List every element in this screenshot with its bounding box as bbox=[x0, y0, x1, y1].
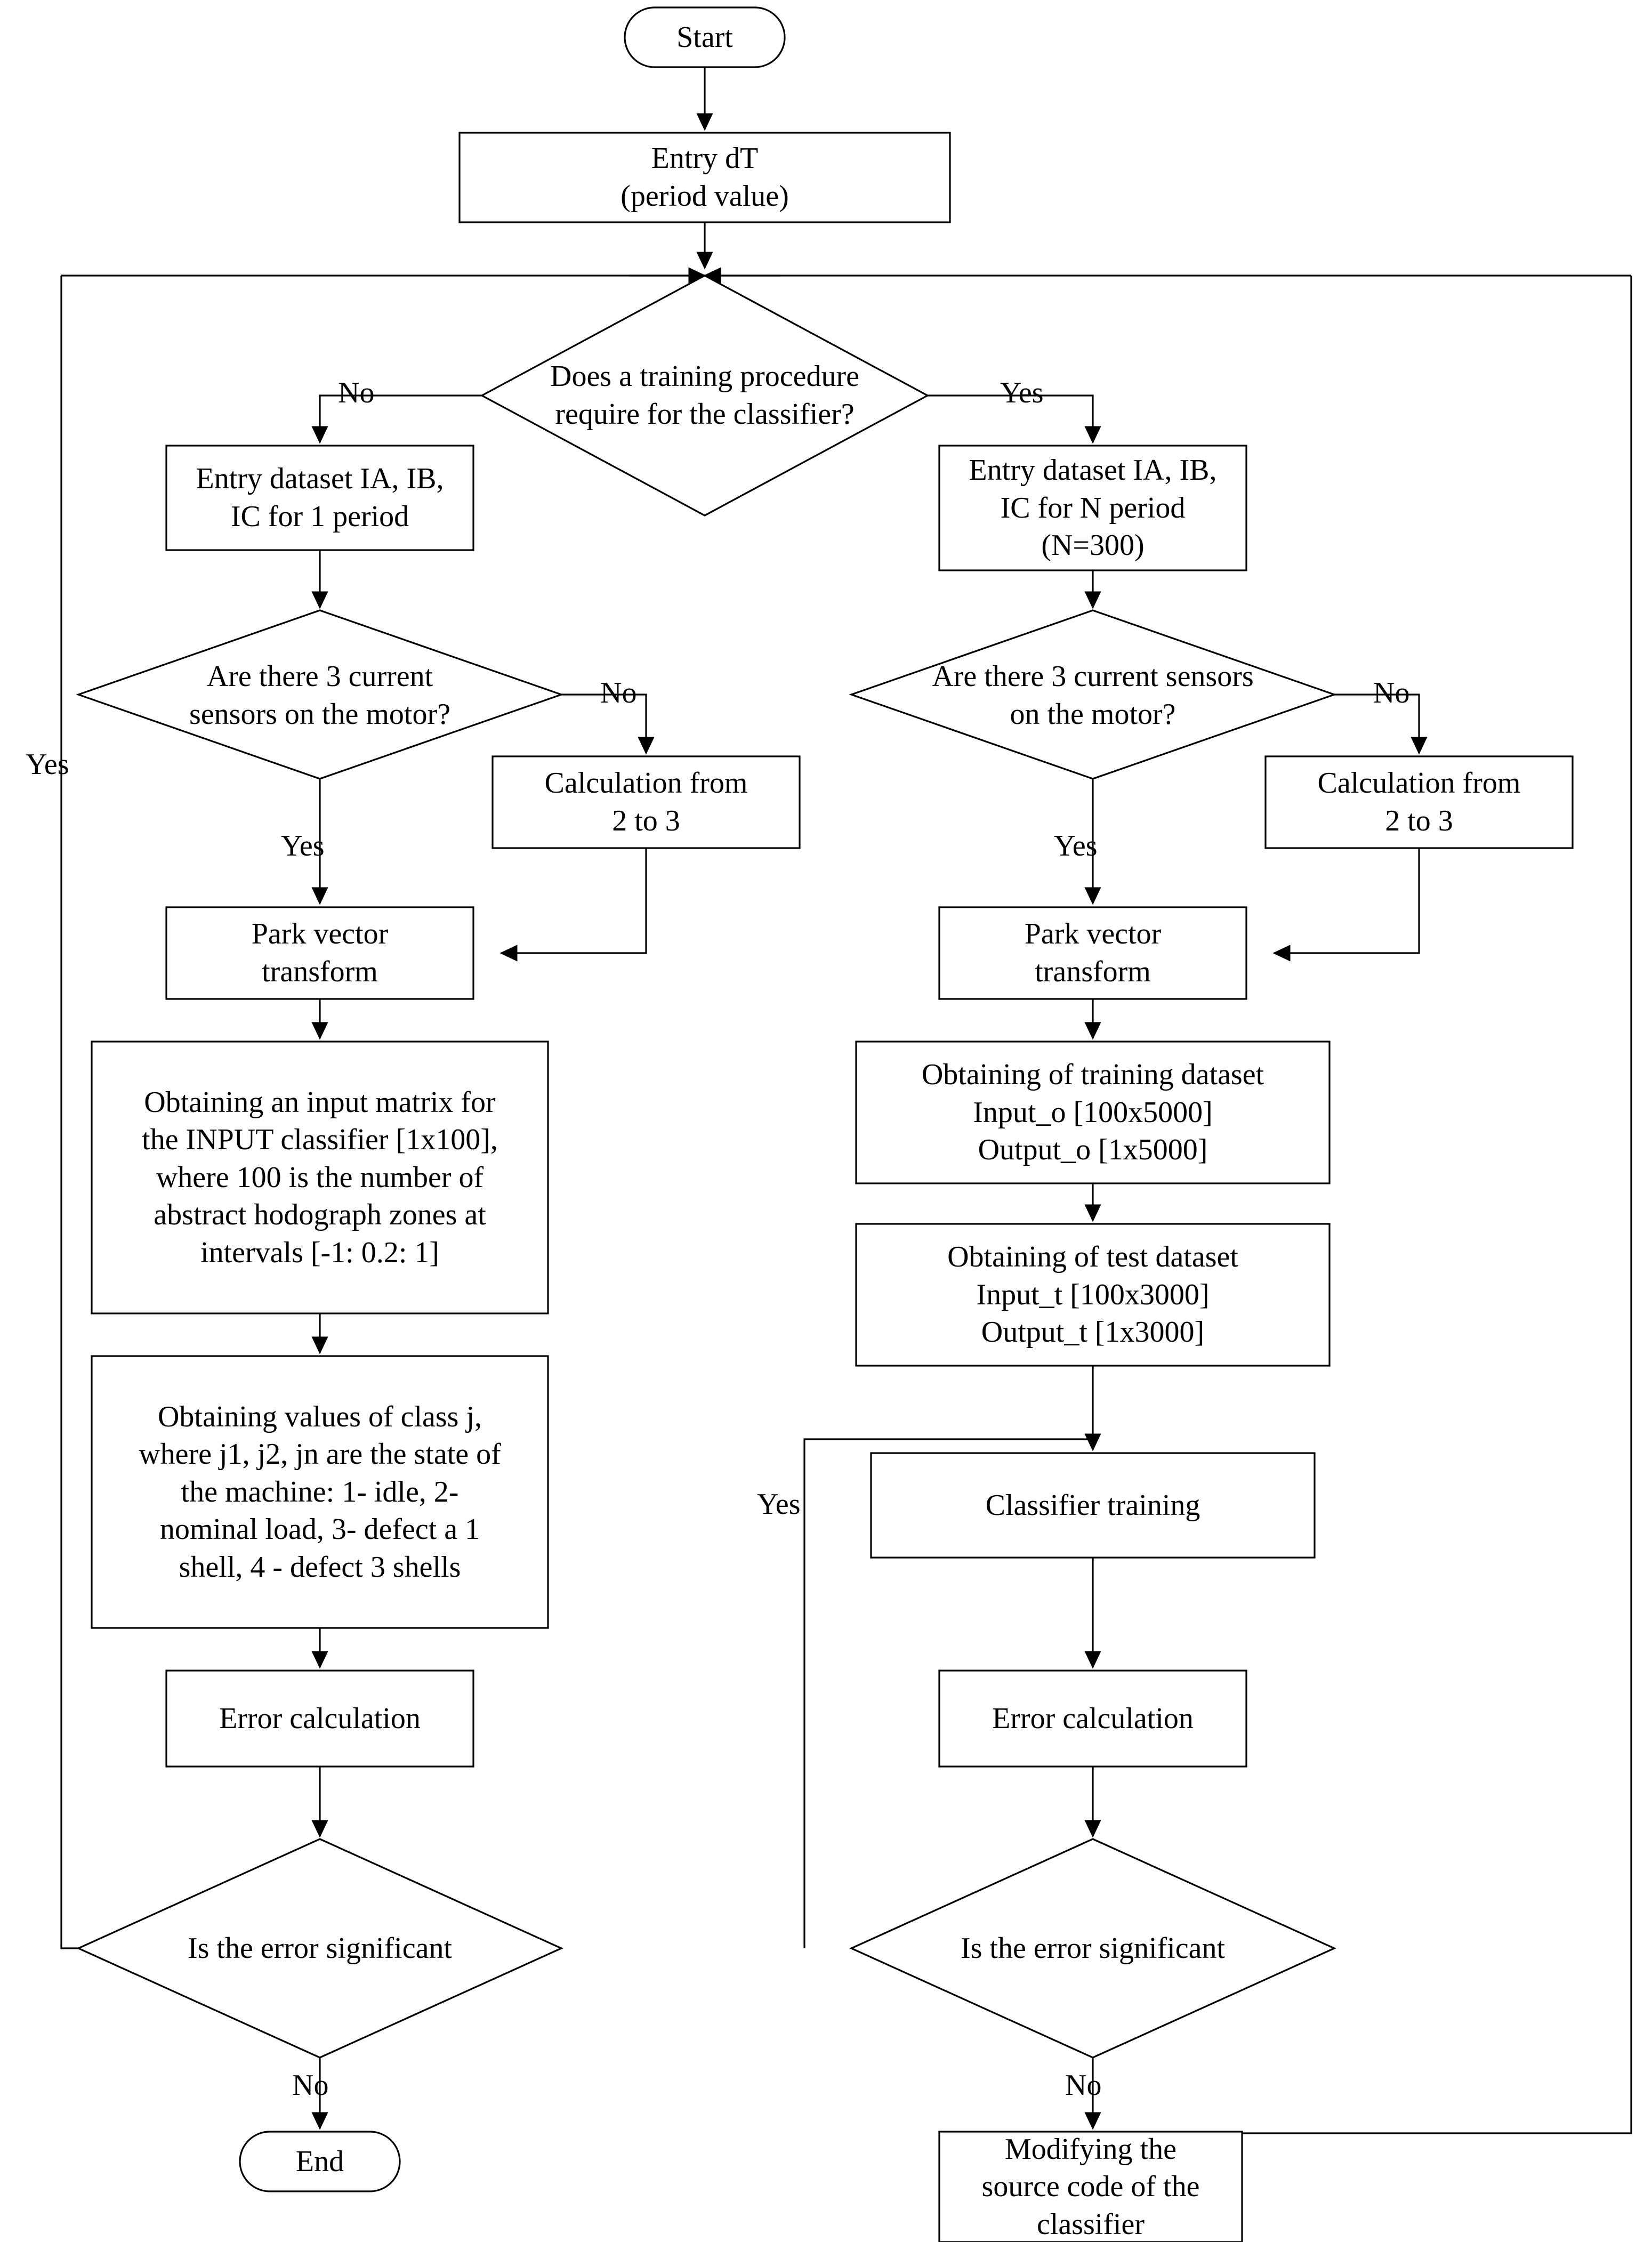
shape-entry-dataset-nperiod bbox=[938, 445, 1247, 571]
edge-sensors-left-no bbox=[561, 693, 655, 755]
edge-label-training-yes: Yes bbox=[1000, 376, 1044, 409]
edge-sensors-right-no bbox=[1334, 693, 1428, 755]
shape-decision-error-left bbox=[76, 1838, 563, 2059]
edge-calc-left-to-park bbox=[499, 848, 647, 962]
edge-calc-right-to-park bbox=[1272, 848, 1420, 962]
edge-training-no bbox=[311, 394, 482, 444]
edge-label-sensors-right-yes: Yes bbox=[1054, 829, 1098, 862]
shape-error-calc-right bbox=[938, 1670, 1247, 1768]
shape-decision-error-right bbox=[849, 1838, 1336, 2059]
shape-modify-source bbox=[938, 2131, 1243, 2242]
edge-label-error-left-no: No bbox=[292, 2069, 329, 2102]
edge-label-training-no: No bbox=[338, 376, 375, 409]
shape-test-dataset bbox=[855, 1223, 1331, 1367]
shape-park-right bbox=[938, 906, 1247, 1000]
shape-start bbox=[624, 6, 786, 68]
shape-decision-sensors-left bbox=[76, 609, 564, 780]
shape-class-values bbox=[91, 1355, 549, 1629]
edge-label-error-left-yes: Yes bbox=[26, 748, 69, 781]
shape-end bbox=[239, 2131, 401, 2192]
shape-training-dataset bbox=[855, 1041, 1331, 1184]
shape-classifier-training bbox=[870, 1452, 1316, 1559]
shape-calc-2to3-right bbox=[1264, 755, 1574, 849]
edge-training-yes bbox=[928, 394, 1101, 444]
shape-input-matrix bbox=[91, 1041, 549, 1314]
shape-decision-sensors-right bbox=[849, 609, 1337, 780]
edge-label-sensors-right-no: No bbox=[1373, 676, 1410, 709]
shape-entry-dt bbox=[458, 132, 951, 223]
edge-label-sensors-left-yes: Yes bbox=[281, 829, 325, 862]
edge-label-error-right-no: No bbox=[1065, 2069, 1102, 2102]
shape-park-left bbox=[165, 906, 474, 1000]
edge-label-sensors-left-no: No bbox=[600, 676, 637, 709]
outer-loop-left-vertical bbox=[60, 276, 90, 1949]
shape-error-calc-left bbox=[165, 1670, 474, 1768]
edge-error-right-yes-loop bbox=[803, 1438, 1093, 1948]
outer-loop-right-vertical bbox=[1242, 276, 1632, 2134]
shape-calc-2to3-left bbox=[491, 755, 801, 849]
edge-label-error-right-yes: Yes bbox=[757, 1488, 801, 1521]
shape-entry-dataset-1period bbox=[165, 445, 474, 551]
shape-decision-training bbox=[480, 275, 930, 517]
